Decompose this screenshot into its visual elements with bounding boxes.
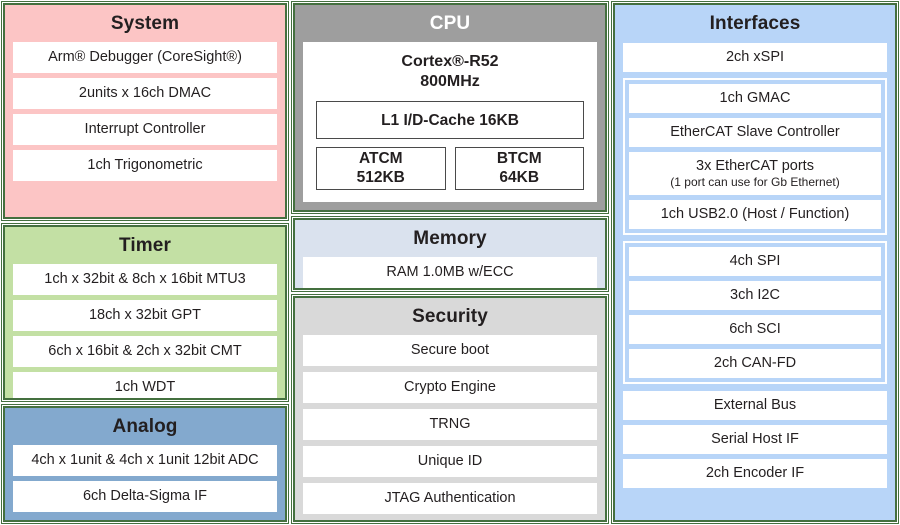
block-interfaces: Interfaces 2ch xSPI 1ch GMAC EtherCAT Sl… — [611, 1, 899, 524]
item-i2c: 3ch I2C — [629, 281, 881, 310]
item-crypto-engine: Crypto Engine — [303, 371, 597, 403]
item-usb2: 1ch USB2.0 (Host / Function) — [629, 200, 881, 229]
item-mtu3: 1ch x 32bit & 8ch x 16bit MTU3 — [13, 263, 277, 295]
item-can-fd: 2ch CAN-FD — [629, 349, 881, 378]
item-adc: 4ch x 1unit & 4ch x 1unit 12bit ADC — [13, 445, 277, 477]
cpu-core-name: Cortex®-R52 — [401, 53, 499, 70]
block-system-title: System — [110, 13, 180, 34]
item-trigonometric: 1ch Trigonometric — [13, 150, 277, 181]
item-interrupt-controller: Interrupt Controller — [13, 114, 277, 145]
item-secure-boot: Secure boot — [303, 334, 597, 366]
cpu-atcm: ATCM 512KB — [316, 147, 446, 190]
cpu-tcm-row: ATCM 512KB BTCM 64KB — [316, 147, 584, 190]
item-delta-sigma-if: 6ch Delta-Sigma IF — [13, 481, 277, 513]
column-middle: CPU Cortex®-R52 800MHz L1 I/D-Cache 16KB… — [290, 0, 610, 525]
interfaces-group-bus: External Bus Serial Host IF 2ch Encoder … — [623, 391, 887, 488]
item-gmac: 1ch GMAC — [629, 84, 881, 113]
item-ethercat-ports-note: (1 port can use for Gb Ethernet) — [670, 175, 840, 189]
cpu-core-clock: 800MHz — [420, 73, 480, 90]
item-ethercat-ports-label: 3x EtherCAT ports — [696, 158, 814, 174]
column-left: System Arm® Debugger (CoreSight®) 2units… — [0, 0, 290, 525]
block-analog: Analog 4ch x 1unit & 4ch x 1unit 12bit A… — [1, 404, 289, 524]
cpu-btcm: BTCM 64KB — [454, 147, 584, 190]
block-timer: Timer 1ch x 32bit & 8ch x 16bit MTU3 18c… — [1, 222, 289, 403]
item-trng: TRNG — [303, 408, 597, 440]
cpu-btcm-name: BTCM — [496, 150, 542, 168]
column-right: Interfaces 2ch xSPI 1ch GMAC EtherCAT Sl… — [610, 0, 900, 525]
interfaces-group-xspi: 2ch xSPI — [623, 43, 887, 72]
item-jtag-authentication: JTAG Authentication — [303, 482, 597, 514]
item-dmac: 2units x 16ch DMAC — [13, 78, 277, 109]
item-sci: 6ch SCI — [629, 315, 881, 344]
block-timer-title: Timer — [119, 234, 171, 256]
cpu-atcm-size: 512KB — [356, 169, 405, 187]
cpu-atcm-name: ATCM — [358, 150, 403, 168]
item-wdt: 1ch WDT — [13, 371, 277, 399]
block-memory-title: Memory — [413, 227, 487, 249]
item-ethercat-ports: 3x EtherCAT ports (1 port can use for Gb… — [629, 152, 881, 195]
item-gpt: 18ch x 32bit GPT — [13, 299, 277, 331]
item-external-bus: External Bus — [623, 391, 887, 420]
item-xspi: 2ch xSPI — [623, 43, 887, 72]
block-cpu: CPU Cortex®-R52 800MHz L1 I/D-Cache 16KB… — [291, 1, 609, 214]
block-memory: Memory RAM 1.0MB w/ECC — [291, 215, 609, 292]
block-analog-title: Analog — [112, 416, 178, 438]
item-cmt: 6ch x 16bit & 2ch x 32bit CMT — [13, 335, 277, 367]
item-ram: RAM 1.0MB w/ECC — [303, 256, 597, 288]
item-ethercat-slave-controller: EtherCAT Slave Controller — [629, 118, 881, 147]
item-unique-id: Unique ID — [303, 445, 597, 477]
cpu-core-label: Cortex®-R52 800MHz — [316, 52, 584, 92]
item-arm-debugger: Arm® Debugger (CoreSight®) — [13, 42, 277, 73]
item-encoder-if: 2ch Encoder IF — [623, 459, 887, 488]
cpu-btcm-size: 64KB — [499, 169, 540, 187]
block-system: System Arm® Debugger (CoreSight®) 2units… — [1, 1, 289, 221]
item-spi: 4ch SPI — [629, 247, 881, 276]
cpu-l1-cache: L1 I/D-Cache 16KB — [316, 101, 584, 139]
block-security-title: Security — [412, 305, 488, 327]
interfaces-group-network: 1ch GMAC EtherCAT Slave Controller 3x Et… — [623, 78, 887, 235]
block-interfaces-title: Interfaces — [709, 13, 801, 34]
item-serial-host-if: Serial Host IF — [623, 425, 887, 454]
interfaces-group-serial: 4ch SPI 3ch I2C 6ch SCI 2ch CAN-FD — [623, 241, 887, 384]
block-security: Security Secure boot Crypto Engine TRNG … — [291, 293, 609, 525]
block-cpu-title: CPU — [429, 13, 471, 34]
cpu-core-container: Cortex®-R52 800MHz L1 I/D-Cache 16KB ATC… — [303, 42, 597, 202]
